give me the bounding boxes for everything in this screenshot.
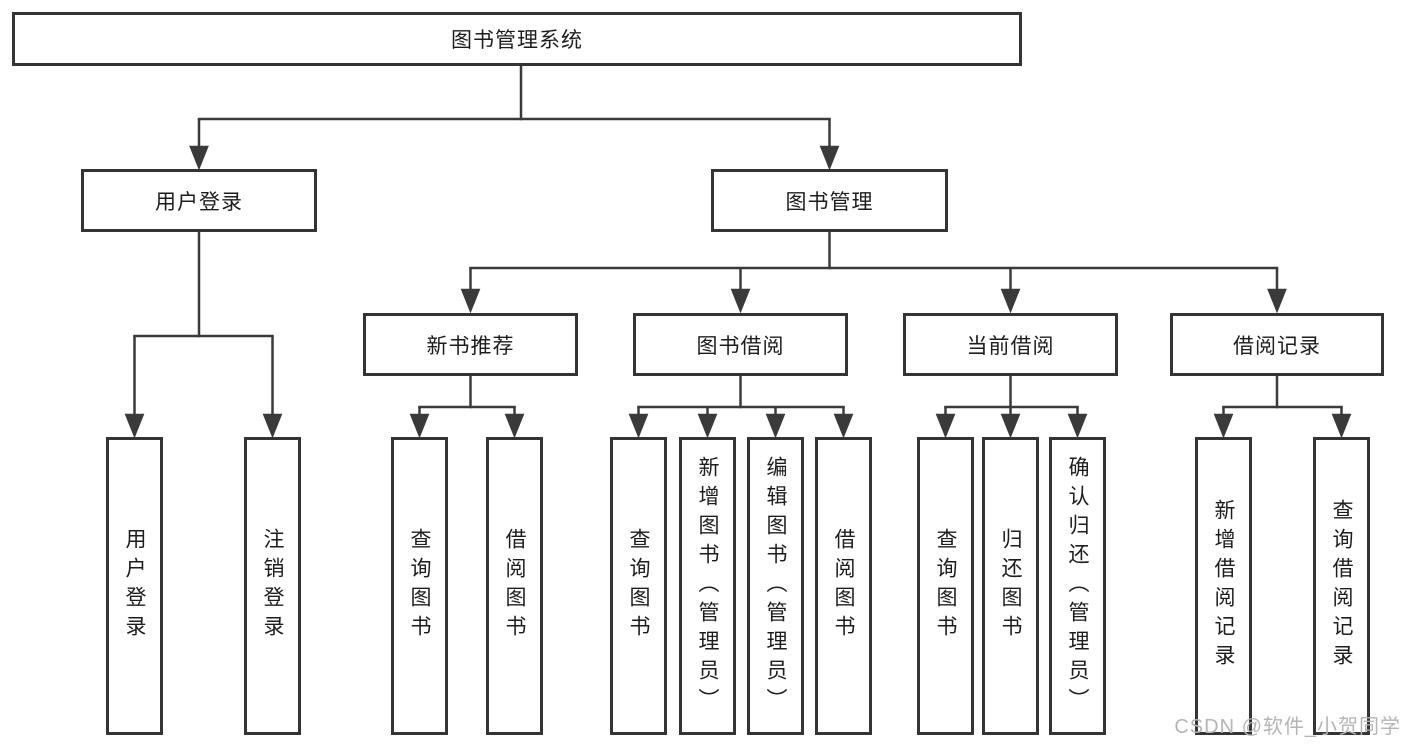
leaf-return-books-label: 归还图书 bbox=[999, 528, 1022, 644]
leaf-add-borrow-record-label: 新增借阅记录 bbox=[1212, 499, 1235, 673]
leaf-borrow-books-recommend-label: 借阅图书 bbox=[503, 528, 526, 644]
node-new-book-recommend: 新书推荐 bbox=[363, 313, 578, 376]
leaf-borrow-books: 借阅图书 bbox=[815, 437, 872, 735]
node-user-login-label: 用户登录 bbox=[155, 190, 243, 214]
node-user-login-branch: 用户登录 bbox=[81, 169, 317, 232]
leaf-return-books: 归还图书 bbox=[982, 437, 1039, 735]
node-current-borrow: 当前借阅 bbox=[903, 313, 1118, 376]
leaf-logout: 注销登录 bbox=[244, 437, 301, 735]
leaf-confirm-return-admin-label: 确认归还（管理员） bbox=[1066, 455, 1089, 717]
leaf-user-login: 用户登录 bbox=[106, 437, 163, 735]
node-book-management-label: 图书管理 bbox=[785, 190, 874, 214]
node-borrow-records: 借阅记录 bbox=[1170, 313, 1384, 376]
node-new-book-recommend-label: 新书推荐 bbox=[426, 334, 515, 358]
leaf-borrow-books-label: 借阅图书 bbox=[832, 528, 855, 644]
node-borrow-records-label: 借阅记录 bbox=[1233, 334, 1321, 358]
node-book-management-branch: 图书管理 bbox=[711, 169, 948, 232]
leaf-query-books-borrow: 查询图书 bbox=[610, 437, 667, 735]
leaf-query-books-borrow-label: 查询图书 bbox=[627, 528, 650, 644]
leaf-query-borrow-record: 查询借阅记录 bbox=[1313, 437, 1370, 735]
leaf-add-borrow-record: 新增借阅记录 bbox=[1195, 437, 1252, 735]
node-book-borrow: 图书借阅 bbox=[633, 313, 848, 376]
leaf-edit-books-admin: 编辑图书（管理员） bbox=[747, 437, 804, 735]
node-root-system: 图书管理系统 bbox=[12, 12, 1022, 66]
leaf-query-books-current-label: 查询图书 bbox=[934, 528, 957, 644]
leaf-confirm-return-admin: 确认归还（管理员） bbox=[1049, 437, 1106, 735]
leaf-borrow-books-recommend: 借阅图书 bbox=[486, 437, 543, 735]
leaf-add-books-admin: 新增图书（管理员） bbox=[679, 437, 736, 735]
leaf-add-books-admin-label: 新增图书（管理员） bbox=[696, 455, 719, 717]
leaf-logout-label: 注销登录 bbox=[261, 528, 284, 644]
leaf-query-borrow-record-label: 查询借阅记录 bbox=[1330, 499, 1353, 673]
leaf-user-login-label: 用户登录 bbox=[123, 528, 146, 644]
node-book-borrow-label: 图书借阅 bbox=[696, 334, 785, 358]
leaf-query-books-recommend: 查询图书 bbox=[391, 437, 448, 735]
csdn-watermark: CSDN @软件_小贺同学 bbox=[1174, 716, 1401, 738]
node-root-label: 图书管理系统 bbox=[451, 29, 583, 52]
leaf-query-books-current: 查询图书 bbox=[917, 437, 974, 735]
leaf-query-books-recommend-label: 查询图书 bbox=[408, 528, 431, 644]
leaf-edit-books-admin-label: 编辑图书（管理员） bbox=[764, 455, 787, 717]
node-current-borrow-label: 当前借阅 bbox=[966, 334, 1055, 358]
